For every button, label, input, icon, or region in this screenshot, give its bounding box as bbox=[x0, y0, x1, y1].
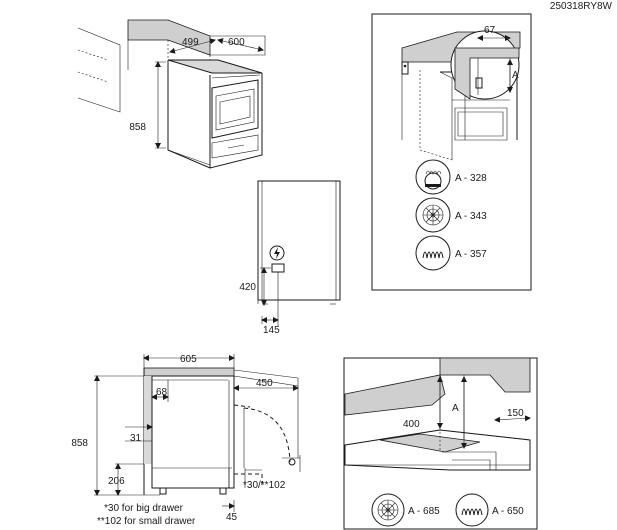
dim-plinth-height: 206 bbox=[108, 476, 125, 487]
product-code: 250318RY8W bbox=[550, 1, 613, 12]
dim-overhang: 150 bbox=[507, 408, 524, 419]
dim-clearance-a: A bbox=[512, 70, 519, 81]
heat-source-list: A - 685 A - 650 bbox=[371, 493, 524, 527]
dim-door-open: 450 bbox=[256, 378, 273, 389]
heat-source-label: A - 357 bbox=[455, 249, 487, 260]
side-view-power-point bbox=[257, 180, 341, 326]
heat-source-label: A - 343 bbox=[455, 211, 487, 222]
dim-niche-depth: 499 bbox=[182, 37, 199, 48]
hood-clearance-diagram bbox=[401, 30, 521, 161]
heat-source-label: A - 328 bbox=[455, 173, 487, 184]
induction-coil-icon bbox=[371, 493, 405, 527]
hob-clearance-diagram bbox=[344, 357, 531, 471]
dim-socket-height: 420 bbox=[239, 282, 256, 293]
dim-bracket-offset: 67 bbox=[484, 25, 496, 36]
note-small-drawer: **102 for small drawer bbox=[97, 516, 196, 527]
induction-coil-icon bbox=[415, 197, 451, 233]
gas-burner-icon bbox=[415, 159, 451, 195]
dim-niche-height: 858 bbox=[129, 122, 146, 133]
note-big-drawer: *30 for big drawer bbox=[104, 503, 184, 514]
dim-back-gap: 68 bbox=[156, 387, 168, 398]
dim-clearance-a: A bbox=[452, 403, 459, 414]
dim-total-height: 858 bbox=[71, 438, 88, 449]
dim-foot-offset: 45 bbox=[226, 512, 238, 523]
dim-drawer-open: *30/**102 bbox=[243, 480, 286, 491]
heat-source-list: A - 328 A - 343 A - 357 bbox=[415, 159, 487, 271]
side-view-dimensions bbox=[94, 354, 301, 512]
dim-wall-gap: 31 bbox=[130, 433, 142, 444]
dim-cooker-width: 605 bbox=[180, 354, 197, 365]
electrical-warning-icon bbox=[269, 245, 285, 261]
dim-niche-width: 600 bbox=[228, 37, 245, 48]
frame-hood-clearance bbox=[371, 13, 532, 291]
heat-source-label: A - 650 bbox=[492, 506, 524, 517]
niche-diagram bbox=[77, 19, 266, 169]
ceramic-heating-coil-icon bbox=[415, 235, 451, 271]
dim-side-clearance: 400 bbox=[403, 419, 420, 430]
dim-socket-offset: 145 bbox=[263, 325, 280, 336]
heat-source-label: A - 685 bbox=[408, 506, 440, 517]
ceramic-heating-coil-icon bbox=[455, 493, 489, 527]
